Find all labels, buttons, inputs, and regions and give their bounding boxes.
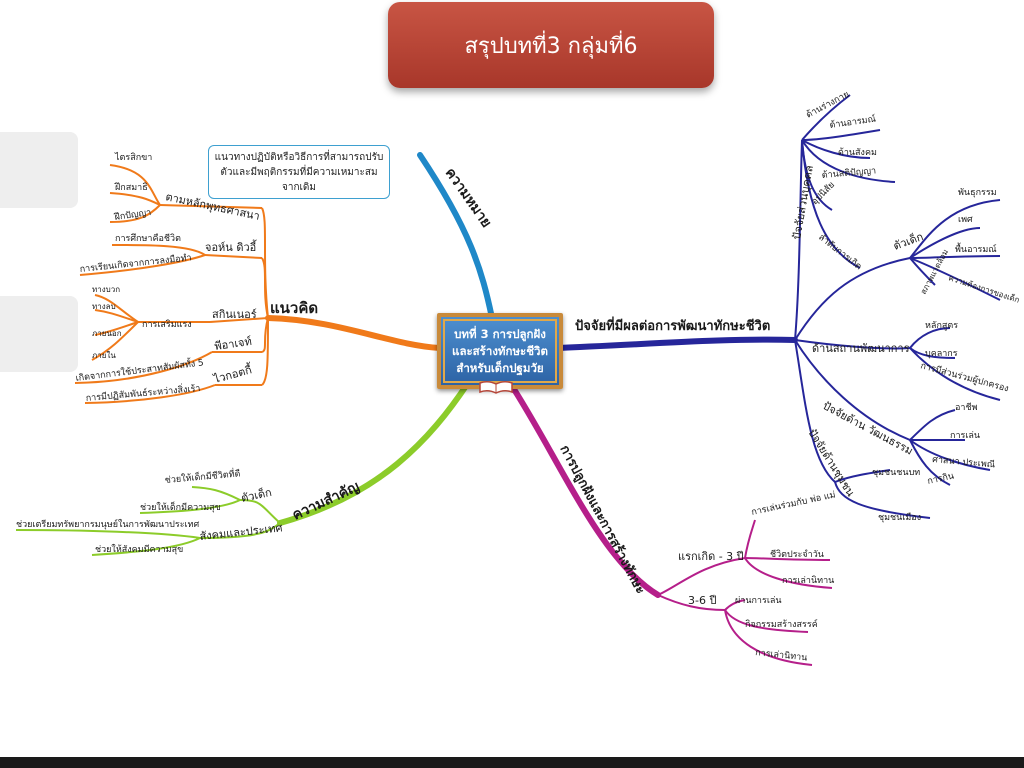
cultivation-age3-6-item: การเล่านิทาน	[755, 647, 808, 663]
branch-cultivation-line	[507, 380, 661, 598]
importance-child-item: ช่วยให้เด็กมีความสุข	[140, 500, 221, 513]
branch-importance-line	[277, 380, 471, 526]
factors-child-item: พันธุกรรม	[958, 188, 997, 198]
central-topic-line: และสร้างทักษะชีวิต	[452, 343, 548, 358]
branch-meaning-line	[417, 152, 495, 321]
book-icon	[479, 380, 513, 394]
cultivation-age0-3-item: การเล่นร่วมกับ พ่อ แม่	[751, 490, 837, 518]
importance-society-item: ช่วยเตรียมทรัพยากรมนุษย์ในการพัฒนาประเทศ	[16, 518, 200, 530]
factors-child-label: ตัวเด็ก	[891, 229, 925, 253]
branch-concept-line	[265, 315, 443, 351]
concept-buddhist-item: ไตรสิกขา	[114, 152, 152, 163]
factors-community-item: ชุมชนเมือง	[878, 512, 921, 523]
factors-child-item: ความต้องการของเด็ก	[947, 272, 1021, 304]
factors-institution-item: หลักสูตร	[925, 321, 958, 331]
concept-buddhist-item: ฝึกสมาธิ	[114, 182, 147, 193]
factors-culture-item: การกิน	[926, 471, 955, 487]
branch-importance-label: ความสำคัญ	[290, 479, 362, 524]
concept-skinner-item: ภายใน	[92, 351, 116, 360]
factors-community-item: ชุมชนชนบท	[872, 468, 920, 478]
page-title: สรุปบทที่3 กลุ่มที่6	[388, 2, 714, 88]
left-panel-bottom	[0, 296, 78, 372]
factors-personal-item: ด้านอารมณ์	[829, 113, 877, 131]
importance-society-item: ช่วยให้สังคมมีความสุข	[95, 544, 183, 555]
definition-line: แนวทางปฏิบัติหรือวิธีการที่สามารถปรับ	[214, 151, 384, 163]
left-panel-top	[0, 132, 78, 208]
central-topic-line: บทที่ 3 การปลูกฝัง	[454, 326, 546, 341]
branch-factors-line	[553, 336, 798, 351]
concept-skinner-mid: การเสริมแรง	[142, 319, 192, 330]
concept-dewey-label: จอห์น ดิวอี้	[205, 239, 257, 254]
central-topic-line: สำหรับเด็กปฐมวัย	[456, 360, 544, 375]
concept-dewey-item: การศึกษาคือชีวิต	[115, 233, 181, 244]
factors-child-item: พื้นอารมณ์	[955, 242, 997, 255]
concept-vygotsky-label: ไวกอตกี้	[211, 361, 254, 386]
concept-buddhist-item: ฝึกปัญญา	[113, 207, 152, 223]
factors-culture-item: อาชีพ	[955, 402, 978, 413]
importance-child-item: ช่วยให้เด็กมีชีวิตที่ดี	[164, 466, 241, 486]
cultivation-age3-6-label: 3-6 ปี	[688, 594, 716, 607]
factors-institution-item: การมีส่วนร่วมผู้ปกครอง	[919, 360, 1010, 394]
importance-child-label: ตัวเด็ก	[240, 485, 273, 505]
importance-society-label: สังคมและประเทศ	[199, 521, 283, 543]
factors-institution-item: บุคลากร	[925, 349, 958, 359]
factors-personal-item: ด้านสติปัญญา	[821, 165, 876, 181]
central-topic: บทที่ 3 การปลูกฝัง และสร้างทักษะชีวิต สำ…	[437, 313, 563, 389]
factors-personal-item: ด้านร่างกาย	[804, 89, 851, 121]
cultivation-age3-6-item: กิจกรรมสร้างสรรค์	[745, 618, 818, 630]
factors-institution-label: ด้านสถานพัฒนาการ	[812, 342, 910, 355]
branch-factors-label: ปัจจัยที่มีผลต่อการพัฒนาทักษะชีวิต	[575, 316, 770, 334]
factors-culture-item: ศาสนา ประเพณี	[932, 454, 996, 470]
concept-skinner-item: ทางลบ	[92, 302, 116, 311]
definition-box: แนวทางปฏิบัติหรือวิธีการที่สามารถปรับ ตั…	[208, 145, 390, 199]
concept-skinner-label: สกินเนอร์	[212, 308, 257, 321]
concept-dewey-item: การเรียนเกิดจากการลงมือทำ	[79, 252, 192, 275]
concept-skinner-item: ภายนอก	[92, 329, 122, 338]
factors-personal-item: ลำดับการเกิด	[816, 232, 864, 273]
branch-concept-label: แนวคิด	[270, 299, 318, 317]
concept-piaget-label: พีอาเจท์	[214, 335, 253, 353]
branch-cultivation-label: การปลูกฝังและการสร้างทักษะ	[556, 442, 648, 596]
cultivation-age3-6-item: ผ่านการเล่น	[735, 596, 782, 606]
factors-child-item: เพศ	[958, 215, 973, 225]
page-title-text: สรุปบทที่3 กลุ่มที่6	[464, 33, 638, 59]
factors-culture-item: การเล่น	[950, 431, 980, 441]
cultivation-age0-3-label: แรกเกิด - 3 ปี	[678, 550, 744, 563]
factors-culture-label: ปัจจัยด้าน วัฒนธรรม	[821, 399, 915, 457]
definition-line: ตัวและมีพฤติกรรมที่มีความเหมาะสม	[220, 166, 378, 178]
factors-personal-item: ด้านสังคม	[838, 147, 877, 158]
cultivation-age0-3-item: การเล่านิทาน	[782, 575, 834, 586]
concept-skinner-item: ทางบวก	[92, 285, 120, 294]
definition-line: จากเดิม	[281, 181, 317, 193]
cultivation-age0-3-item: ชีวิตประจำวัน	[770, 549, 824, 560]
factors-community-label: ปัจจัยด้านชุมชน	[805, 427, 857, 499]
bottom-bar	[0, 757, 1024, 768]
